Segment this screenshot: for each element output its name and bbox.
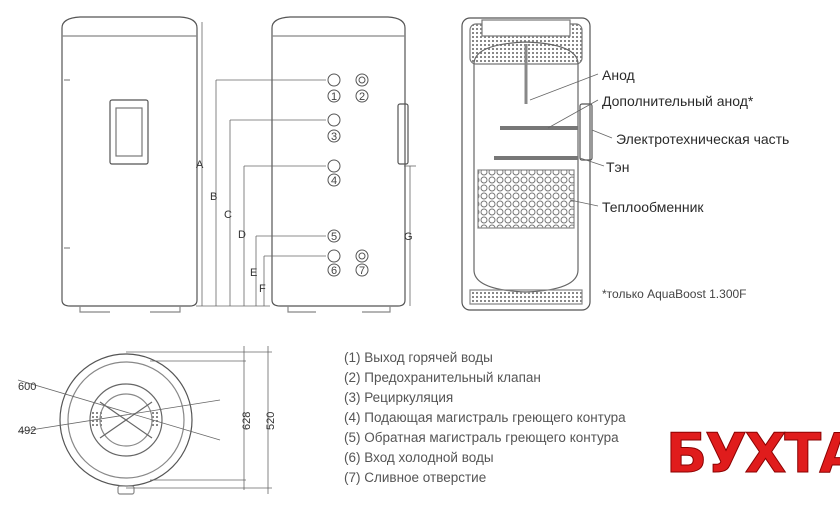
port-2: 2	[359, 91, 365, 103]
legend-item-2: (2) Предохранительный клапан	[344, 370, 541, 385]
legend-item-5: (5) Обратная магистраль греющего контура	[344, 430, 619, 445]
component-labels: Анод Дополнительный анод* Электротехниче…	[602, 67, 789, 301]
label-extra-anode: Дополнительный анод*	[602, 93, 754, 109]
dimension-letters: A B C D E F G	[196, 159, 413, 295]
heat-exchanger-coil	[477, 169, 575, 229]
dim-600: 600	[18, 381, 36, 393]
top-view-dims: 600 492 628 520	[18, 381, 277, 437]
dim-520: 520	[265, 412, 277, 430]
label-anode: Анод	[602, 67, 635, 83]
dim-c: C	[224, 209, 232, 221]
legend-item-3: (3) Рециркуляция	[344, 390, 453, 405]
dim-492: 492	[18, 425, 36, 437]
port-1: 1	[331, 91, 337, 103]
legend-item-1: (1) Выход горячей воды	[344, 350, 493, 365]
port-4: 4	[331, 175, 337, 187]
label-electrical: Электротехническая часть	[616, 131, 789, 147]
legend-item-6: (6) Вход холодной воды	[344, 450, 494, 465]
bukhta-logo: БУХТА	[666, 422, 840, 486]
legend: (1) Выход горячей воды (2) Предохранител…	[344, 350, 626, 485]
port-6: 6	[331, 265, 337, 277]
dim-d: D	[238, 229, 246, 241]
port-numbers: 1 2 3 4 5 6 7	[331, 91, 365, 277]
control-panel	[109, 99, 149, 165]
front-view	[61, 16, 198, 313]
legend-item-7: (7) Сливное отверстие	[344, 470, 486, 485]
dim-g: G	[404, 231, 413, 243]
port-3: 3	[331, 131, 337, 143]
port-7: 7	[359, 265, 365, 277]
legend-item-4: (4) Подающая магистраль греющего контура	[344, 410, 626, 425]
connection-ports	[327, 73, 369, 277]
logo-text: БУХТА	[666, 422, 840, 485]
port-5: 5	[331, 231, 337, 243]
dim-628: 628	[241, 412, 253, 430]
label-leaders	[529, 73, 613, 207]
label-heater: Тэн	[606, 159, 629, 175]
height-dimensions	[196, 22, 416, 307]
side-view	[271, 16, 409, 313]
dim-f: F	[259, 283, 266, 295]
dim-a: A	[196, 159, 204, 171]
footnote: *только AquaBoost 1.300F	[602, 287, 747, 301]
label-heat-exchanger: Теплообменник	[602, 199, 704, 215]
top-view	[17, 346, 272, 495]
dim-b: B	[210, 191, 217, 203]
dim-e: E	[250, 267, 257, 279]
cutaway-view	[461, 17, 593, 311]
